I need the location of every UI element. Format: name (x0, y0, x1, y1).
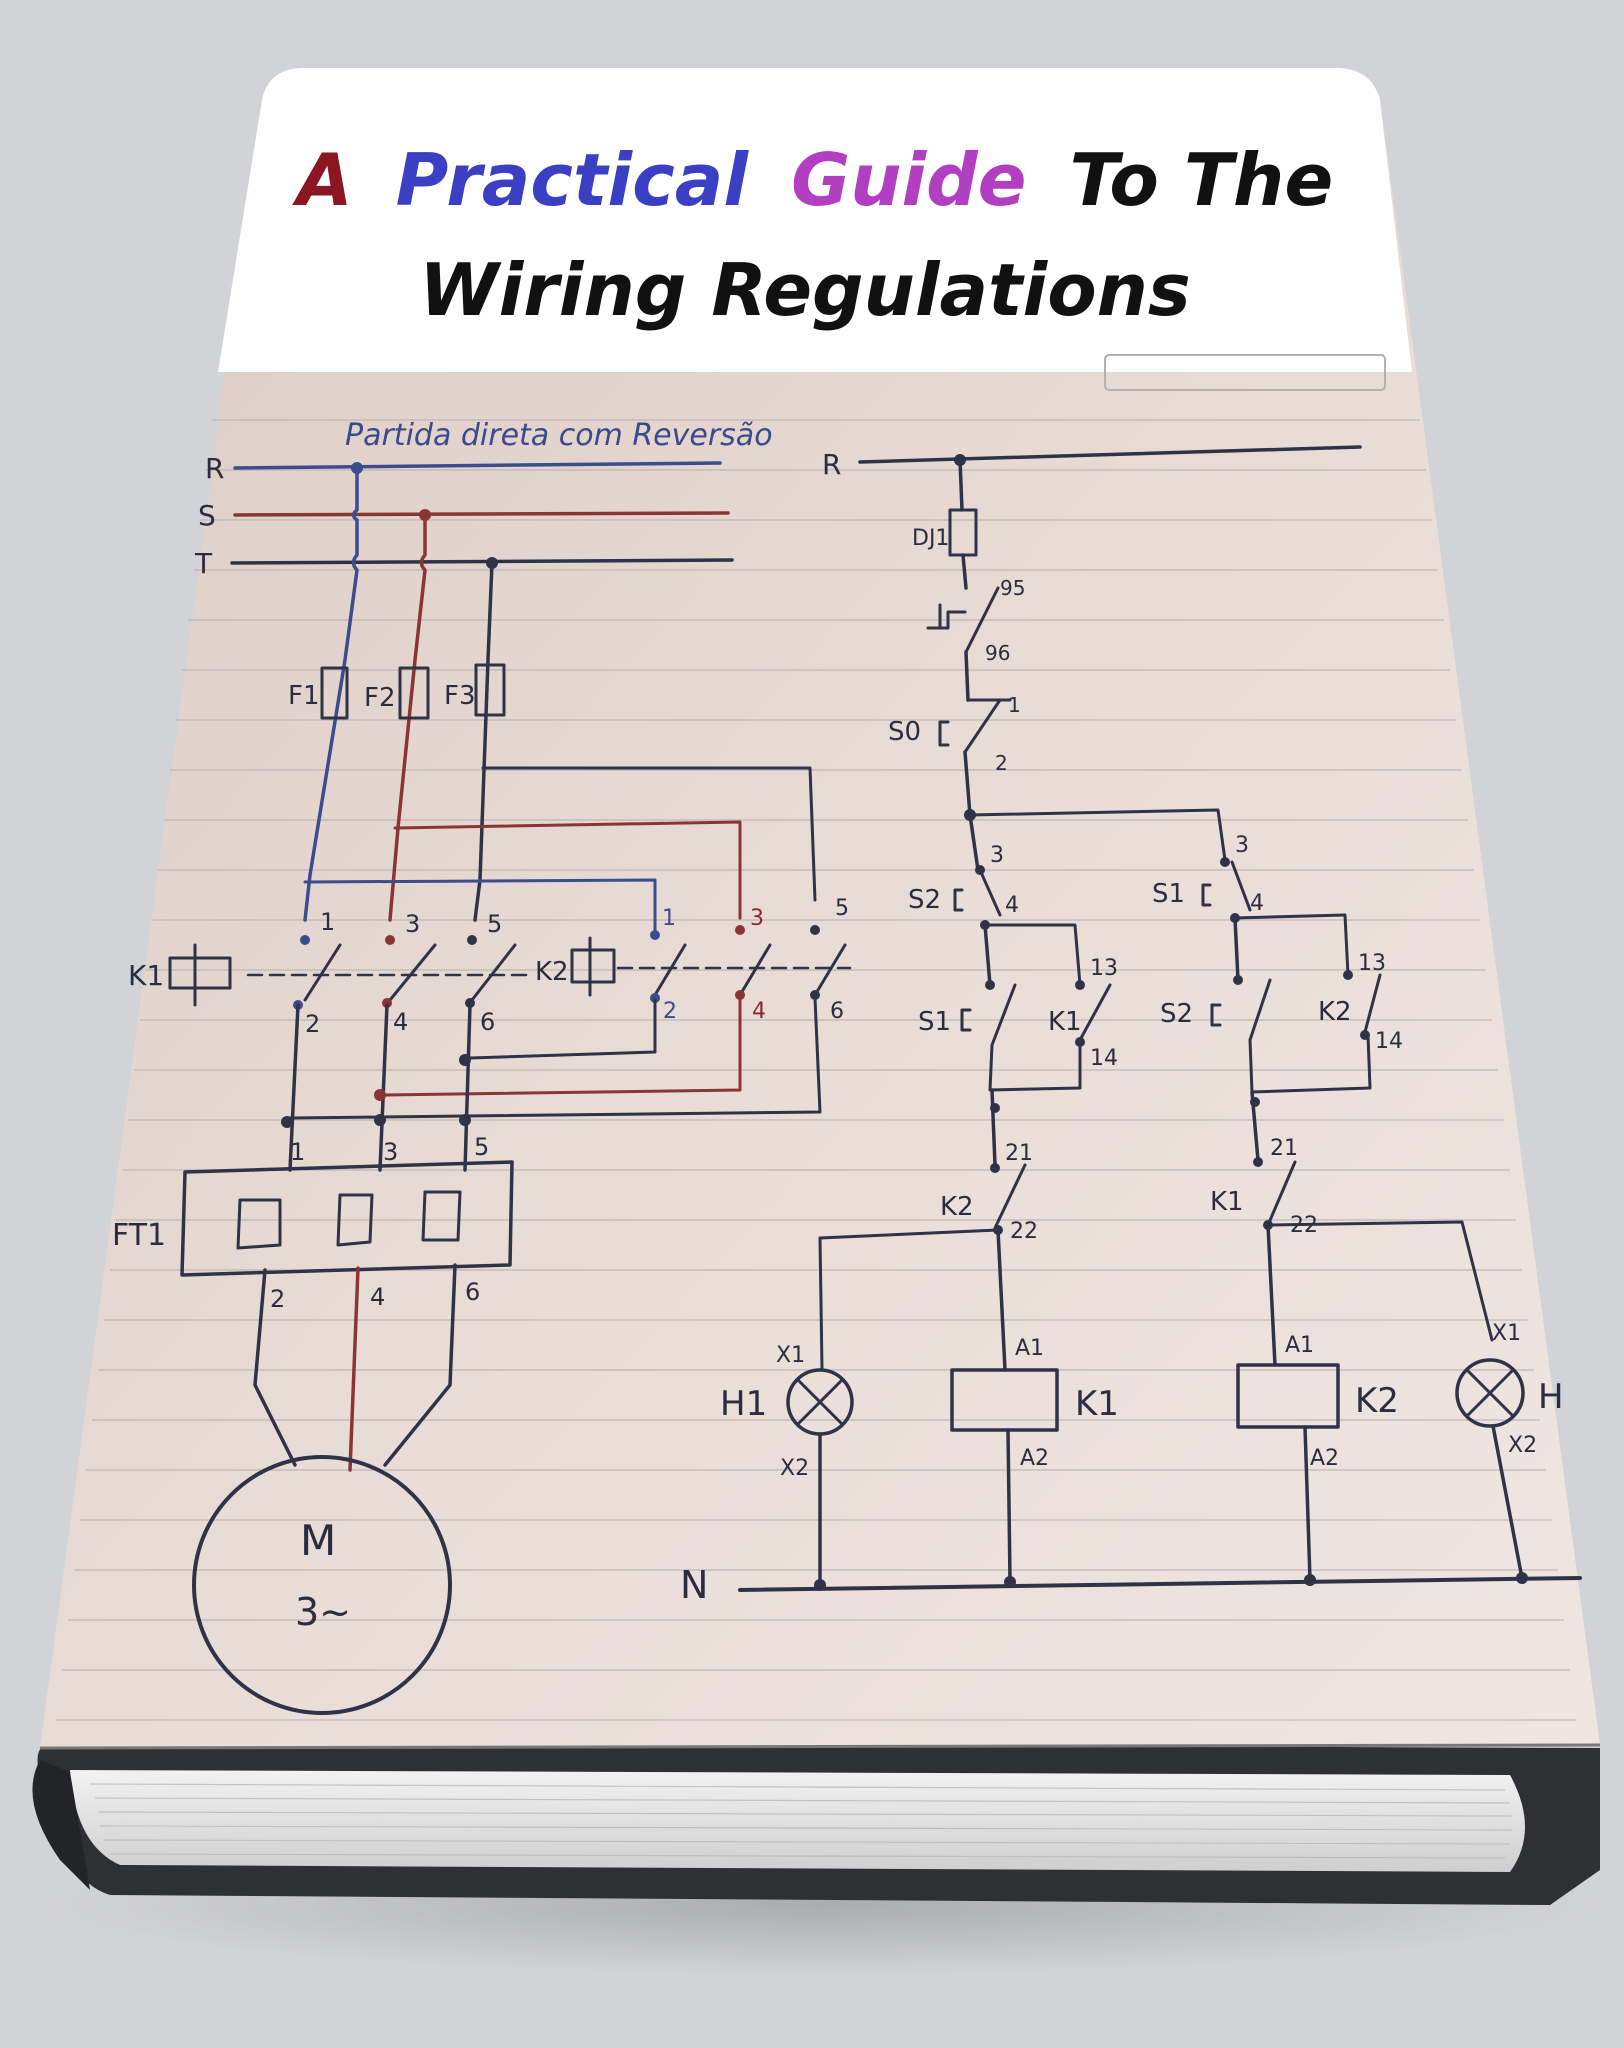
ft1-term-1: 1 (290, 1138, 305, 1166)
b2-s1-term-4: 4 (1250, 891, 1264, 916)
book-cover (40, 68, 1600, 1748)
k1-term-3: 3 (405, 910, 420, 938)
k1-term-5: 5 (487, 910, 502, 938)
title-line-1: A Practical Guide To The (292, 138, 1333, 222)
ft1-term-3: 3 (383, 1138, 398, 1166)
phase-label-t: T (194, 547, 213, 580)
fuse-label-f2: F2 (364, 683, 396, 713)
stop-button-label: S0 (888, 717, 921, 747)
b2-s1-term-3: 3 (1235, 833, 1249, 858)
motor-label-m: M (300, 1516, 336, 1565)
b2-nc-term-21: 21 (1270, 1136, 1298, 1161)
k2-term-5: 5 (835, 896, 849, 921)
title-word-to-the: To The (1070, 138, 1334, 222)
b1-hold-term-14: 14 (1090, 1046, 1118, 1071)
b2-coil-term-a1: A1 (1285, 1333, 1314, 1358)
title-line-2: Wiring Regulations (419, 248, 1191, 332)
thermal-relay-label: DJ1 (912, 526, 949, 551)
b2-interlock-push-label: S2 (1160, 999, 1193, 1029)
b1-s2-term-4: 4 (1005, 893, 1019, 918)
b2-hold-term-13: 13 (1358, 951, 1386, 976)
k2-term-4: 4 (752, 999, 766, 1024)
fuse-label-f3: F3 (444, 681, 476, 711)
diagram-heading: Partida direta com Reversão (345, 418, 773, 453)
b1-nc-term-21: 21 (1005, 1141, 1033, 1166)
b1-lamp-label: H1 (720, 1384, 767, 1424)
control-supply-label: R (822, 448, 841, 481)
k1-term-2: 2 (305, 1010, 320, 1038)
b2-lamp-term-x2: X2 (1508, 1433, 1537, 1458)
stop-term-2: 2 (995, 751, 1008, 775)
b2-interlock-label: K1 (1210, 1187, 1244, 1217)
k1-term-4: 4 (393, 1008, 408, 1036)
k2-term-3: 3 (750, 906, 764, 931)
stop-term-1: 1 (1008, 693, 1021, 717)
b2-coil-term-a2: A2 (1310, 1446, 1339, 1471)
k2-coil-label: K2 (535, 957, 569, 987)
title-word-guide: Guide (791, 138, 1026, 222)
title-word-practical: Practical (396, 138, 750, 222)
title-word-a: A (292, 138, 353, 222)
b1-s2-term-3: 3 (990, 843, 1004, 868)
b2-lamp-label: H (1538, 1377, 1564, 1417)
b1-interlock-label: K2 (940, 1192, 974, 1222)
book-title: A Practical Guide To The Wiring Regulati… (292, 138, 1333, 332)
b1-nc-term-22: 22 (1010, 1219, 1038, 1244)
b1-lamp-term-x1: X1 (776, 1343, 805, 1368)
ft1-term-5: 5 (474, 1133, 489, 1161)
k2-term-1: 1 (662, 906, 676, 931)
b1-coil-term-a2: A2 (1020, 1446, 1049, 1471)
k1-term-1: 1 (320, 908, 335, 936)
ft-contact-95: 95 (1000, 576, 1025, 600)
k1-coil-label: K1 (128, 959, 164, 992)
b2-hold-label: K2 (1318, 997, 1352, 1027)
k2-term-6: 6 (830, 999, 844, 1024)
ft1-term-6: 6 (465, 1278, 480, 1306)
ft1-term-2: 2 (270, 1285, 285, 1313)
motor-label-3phase: 3~ (295, 1590, 351, 1634)
b1-hold-term-13: 13 (1090, 956, 1118, 981)
b2-coil-label: K2 (1355, 1381, 1399, 1421)
k2-term-2: 2 (663, 999, 677, 1024)
b1-push-label: S2 (908, 885, 941, 915)
ft1-label: FT1 (112, 1218, 166, 1253)
b1-interlock-push-label: S1 (918, 1007, 951, 1037)
b2-hold-term-14: 14 (1375, 1029, 1403, 1054)
b1-lamp-term-x2: X2 (780, 1456, 809, 1481)
b2-push-label: S1 (1152, 879, 1185, 909)
phase-label-r: R (205, 452, 224, 485)
b1-coil-term-a1: A1 (1015, 1336, 1044, 1361)
b1-hold-label: K1 (1048, 1007, 1082, 1037)
ruled-lines (56, 419, 1576, 1721)
b1-coil-label: K1 (1075, 1384, 1119, 1424)
k1-term-6: 6 (480, 1008, 495, 1036)
neutral-label: N (680, 1563, 708, 1607)
ft1-term-4: 4 (370, 1283, 385, 1311)
ft-contact-96: 96 (985, 641, 1010, 665)
fuse-label-f1: F1 (288, 681, 320, 711)
title-band (218, 68, 1412, 372)
wiring-diagram: Partida direta com Reversão R S T F1 F2 … (112, 418, 1582, 1715)
b2-lamp-term-x1: X1 (1492, 1321, 1521, 1346)
phase-label-s: S (198, 499, 216, 532)
book-pages (32, 1741, 1600, 1905)
